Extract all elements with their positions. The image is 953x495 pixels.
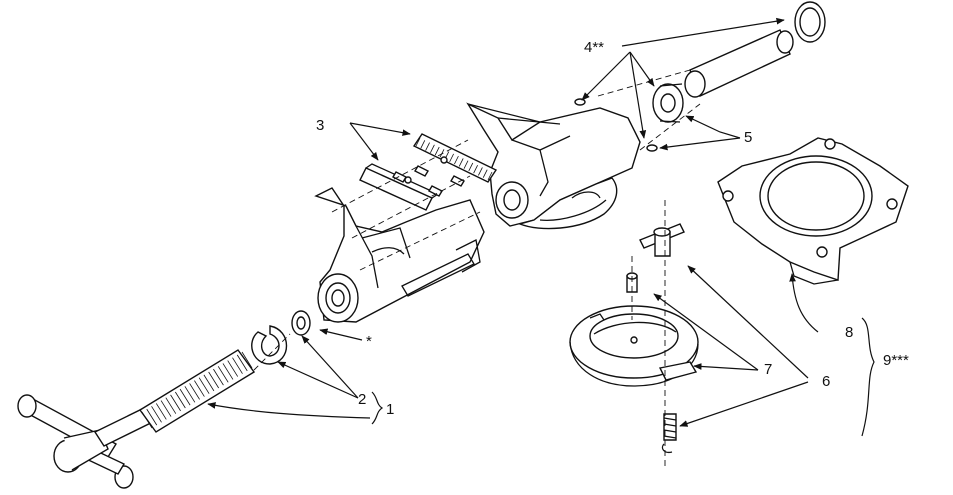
thread-line [213, 368, 224, 386]
serration-line [434, 146, 440, 156]
thread-line [170, 394, 181, 412]
thread-line [184, 386, 196, 403]
callout-6: 6 [822, 373, 830, 390]
serration-line [458, 158, 464, 167]
thread-line [146, 408, 158, 426]
vise-body [314, 187, 485, 323]
thread-line [165, 397, 177, 414]
thread-line [232, 357, 243, 374]
swivel-plate [569, 305, 699, 387]
thread-line [174, 391, 186, 409]
callout-3: 3 [316, 117, 324, 134]
thread-line [141, 411, 153, 429]
serration-line [415, 137, 421, 147]
front-jaw [466, 102, 641, 230]
thread-line [241, 351, 253, 369]
callout-1: 1 [386, 401, 394, 418]
thread-line [189, 383, 200, 400]
serration-line [430, 144, 435, 153]
serration-line [478, 167, 483, 176]
lock-handle [626, 223, 685, 454]
callout-labels: 3 4** 5 8 9*** 7 6 2 1 * [316, 39, 909, 418]
thread-line [208, 371, 220, 389]
serration-line [449, 153, 454, 163]
thread-line [227, 360, 239, 377]
thread-line [155, 403, 167, 420]
callout-star: * [366, 333, 372, 350]
washers [251, 310, 311, 365]
thread-line [203, 374, 215, 392]
callout-8: 8 [845, 324, 853, 341]
thread-line [222, 363, 234, 380]
serration-line [473, 165, 478, 174]
serration-line [468, 162, 474, 172]
thread-line [160, 400, 172, 417]
jaw-plates [359, 133, 498, 211]
sleeve-and-pins [574, 1, 826, 152]
callout-5: 5 [744, 129, 752, 146]
thread-line [198, 377, 210, 394]
thread-line [179, 388, 191, 406]
callout-2: 2 [358, 391, 366, 408]
serration-line [425, 142, 430, 151]
callout-7: 7 [764, 361, 772, 378]
thread-line [151, 406, 162, 423]
leader-lines [207, 17, 875, 437]
swivel-base [717, 137, 909, 285]
serration-line [482, 169, 488, 178]
thread-line [194, 380, 205, 397]
serration-line [420, 140, 426, 149]
spindle-handle [17, 349, 256, 489]
callout-4: 4** [584, 39, 604, 56]
serration-line [454, 155, 459, 165]
callout-9: 9*** [883, 352, 909, 369]
serration-line [463, 160, 469, 169]
thread-line [236, 354, 248, 372]
thread-line [217, 366, 229, 383]
serration-line [487, 171, 493, 181]
assembly-axes [253, 69, 701, 470]
